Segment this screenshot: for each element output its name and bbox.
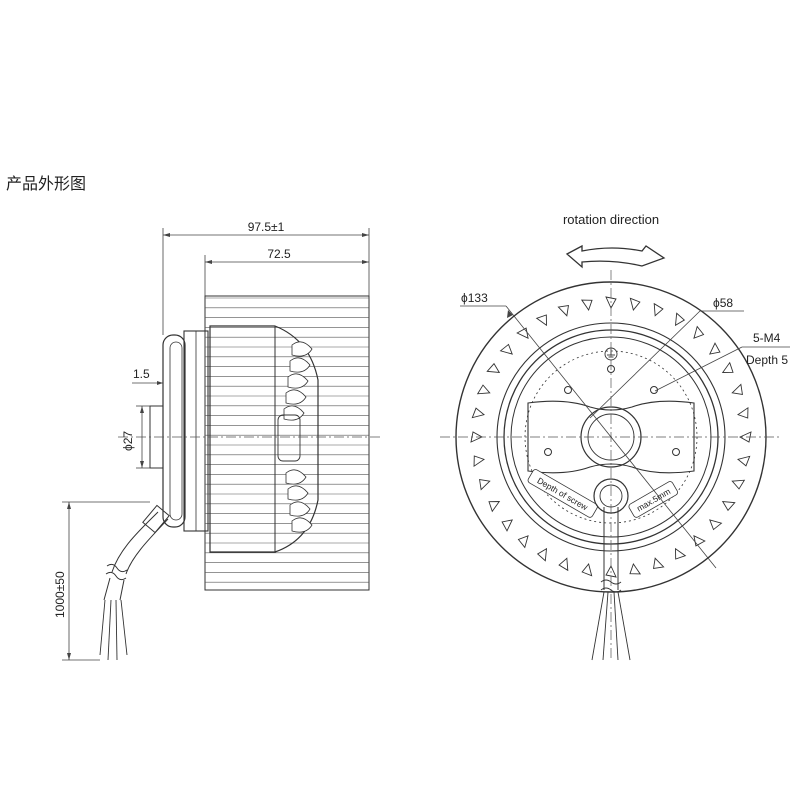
- dimension-bolt-circle: ϕ58: [589, 296, 744, 419]
- blade-tooth: [558, 557, 569, 572]
- blade-tooth: [731, 383, 743, 396]
- blade-tooth: [517, 535, 529, 549]
- cooling-fin: [287, 485, 309, 501]
- svg-text:Depth of screw: Depth of screw: [535, 475, 590, 512]
- dimension-impeller-width: 72.5: [205, 247, 369, 264]
- mounting-screw-holes: [544, 365, 680, 456]
- front-view: rotation direction: [440, 212, 790, 661]
- dimension-screw-spec: 5-M4 Depth 5: [654, 331, 790, 392]
- cable-gland: [591, 478, 631, 661]
- screw-spec-label: 5-M4: [753, 331, 781, 345]
- dimension-overall-length: 97.5±1: [163, 220, 369, 237]
- blade-tooth: [476, 384, 491, 395]
- blade-tooth: [709, 342, 721, 355]
- cooling-fin: [291, 517, 313, 533]
- bolt-circle-label: ϕ58: [713, 296, 733, 310]
- cable-length-label: 1000±50: [53, 571, 67, 618]
- blade-tooth: [721, 361, 734, 373]
- blade-tooth: [731, 479, 746, 490]
- blade-tooth: [737, 455, 751, 467]
- impeller-blade-teeth: [470, 296, 752, 578]
- rotation-arrow-icon: [565, 244, 666, 269]
- blade-tooth: [674, 312, 686, 327]
- blade-tooth: [675, 547, 687, 560]
- cooling-fin: [289, 357, 311, 373]
- blade-tooth: [471, 407, 485, 419]
- overall-length-label: 97.5±1: [248, 220, 285, 234]
- blade-tooth: [693, 325, 705, 339]
- blade-tooth: [479, 478, 491, 491]
- screw-depth-label: Depth 5: [746, 353, 788, 367]
- cooling-fin: [285, 469, 307, 485]
- blade-tooth: [737, 406, 749, 419]
- page-title: 产品外形图: [6, 174, 86, 193]
- side-view: 97.5±1 72.5: [53, 220, 380, 661]
- impeller-blades: [204, 295, 370, 591]
- dimension-outer-diameter: ϕ133: [460, 291, 717, 569]
- power-cable: [99, 504, 170, 661]
- flange-plate: [162, 330, 209, 532]
- blade-tooth: [499, 343, 513, 355]
- rotation-direction-label: rotation direction: [563, 212, 659, 227]
- blade-tooth: [580, 299, 593, 311]
- blade-tooth: [501, 519, 513, 532]
- outer-diameter-label: ϕ133: [461, 291, 488, 305]
- blade-tooth: [473, 455, 485, 468]
- blade-tooth: [488, 501, 501, 513]
- shaft-diameter-label: ϕ27: [121, 431, 135, 451]
- dimension-flange-thickness: 1.5: [132, 367, 163, 385]
- blade-tooth: [653, 302, 664, 317]
- blade-tooth: [536, 547, 548, 562]
- dimension-shaft-diameter: ϕ27: [121, 405, 150, 469]
- blade-tooth: [581, 563, 593, 577]
- cooling-fin: [285, 389, 307, 405]
- hub-label-right: max.5mm: [628, 481, 678, 518]
- blade-tooth: [535, 314, 547, 327]
- cooling-fin: [283, 405, 305, 421]
- impeller-width-label: 72.5: [267, 247, 291, 261]
- blade-tooth: [629, 563, 642, 575]
- screw-hole: [672, 448, 680, 456]
- cooling-fin: [287, 373, 309, 389]
- blade-tooth: [557, 305, 570, 317]
- dimension-cable-length: 1000±50: [53, 501, 150, 661]
- screw-hole: [544, 448, 552, 456]
- blade-tooth: [721, 500, 736, 512]
- blade-tooth: [652, 557, 665, 569]
- cooling-fin: [289, 501, 311, 517]
- cooling-fin: [291, 341, 313, 357]
- flange-thickness-label: 1.5: [133, 367, 150, 381]
- screw-hole: [564, 386, 572, 394]
- blade-tooth: [709, 519, 723, 531]
- hub-label-left: Depth of screw: [527, 469, 598, 518]
- blade-tooth: [629, 297, 641, 311]
- motor-housing: [209, 325, 319, 553]
- blade-tooth: [486, 362, 501, 374]
